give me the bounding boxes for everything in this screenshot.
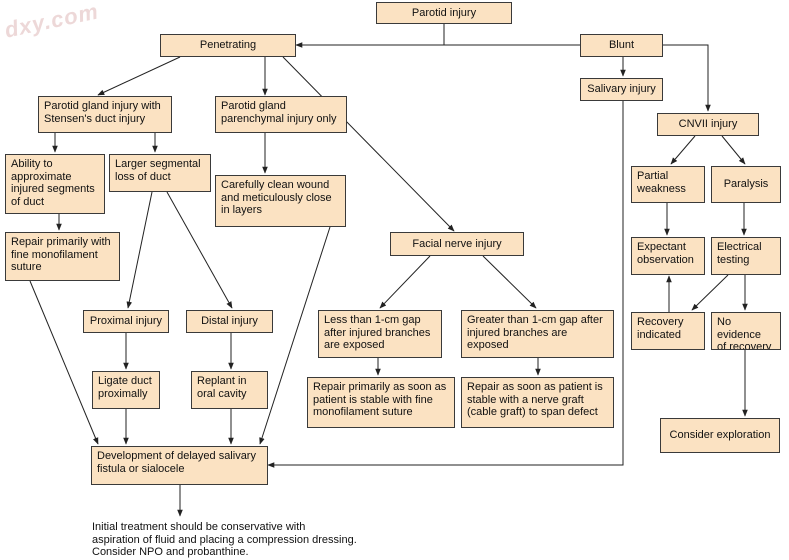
node-facial-nerve-injury: Facial nerve injury bbox=[390, 232, 524, 256]
node-paralysis: Paralysis bbox=[711, 166, 781, 203]
node-partial-weakness: Partial weakness bbox=[631, 166, 705, 203]
node-proximal-injury: Proximal injury bbox=[83, 310, 169, 333]
edge-salivary-to-fistula bbox=[267, 101, 624, 468]
edge-repair-to-fistula bbox=[29, 280, 99, 445]
edge-cnvii-to-paralysis bbox=[721, 135, 746, 165]
node-greater-than-1cm-gap: Greater than 1-cm gap after injured bran… bbox=[461, 310, 614, 358]
edge-larger-to-distal bbox=[166, 191, 233, 309]
node-repair-primarily: Repair primarily with fine monofilament … bbox=[5, 232, 120, 281]
node-delayed-fistula: Development of delayed salivary fistula … bbox=[91, 446, 268, 485]
node-blunt: Blunt bbox=[580, 34, 663, 57]
edge-blunt-to-cnvii bbox=[663, 44, 711, 112]
node-parotid-injury: Parotid injury bbox=[376, 2, 512, 24]
node-less-than-1cm-gap: Less than 1-cm gap after injured branche… bbox=[318, 310, 442, 358]
node-penetrating: Penetrating bbox=[160, 34, 296, 57]
node-consider-exploration: Consider exploration bbox=[660, 418, 780, 453]
node-distal-injury: Distal injury bbox=[186, 310, 273, 333]
node-replant-oral-cavity: Replant in oral cavity bbox=[191, 371, 268, 409]
edge-electrical-to-recovery bbox=[691, 274, 729, 311]
node-salivary-injury: Salivary injury bbox=[580, 78, 663, 101]
node-gland-duct-injury: Parotid gland injury with Stensen's duct… bbox=[38, 96, 172, 133]
node-recovery-indicated: Recovery indicated bbox=[631, 312, 705, 350]
edge-larger-to-proximal bbox=[126, 191, 153, 309]
edge-pen-to-gland-duct bbox=[97, 56, 181, 96]
node-ligate-duct: Ligate duct proximally bbox=[92, 371, 160, 409]
node-parenchymal-injury: Parotid gland parenchymal injury only bbox=[215, 96, 347, 133]
edge-clean-to-fistula bbox=[259, 226, 331, 445]
node-no-evidence-of-recovery: No evidence of recovery bbox=[711, 312, 781, 350]
edge-facial-to-less bbox=[379, 255, 431, 309]
node-approximate-duct: Ability to approximate injured segments … bbox=[5, 154, 105, 214]
node-repair-primarily-soon: Repair primarily as soon as patient is s… bbox=[307, 377, 455, 428]
node-cnvii-injury: CNVII injury bbox=[657, 113, 759, 136]
edge-cnvii-to-partial bbox=[670, 135, 696, 165]
node-larger-segmental-loss: Larger segmental loss of duct bbox=[109, 154, 211, 192]
node-electrical-testing: Electrical testing bbox=[711, 237, 781, 275]
edge-pen-to-facial bbox=[282, 56, 455, 232]
initial-treatment-note: Initial treatment should be conservative… bbox=[92, 521, 357, 558]
edge-facial-to-greater bbox=[482, 255, 537, 309]
node-repair-nerve-graft: Repair as soon as patient is stable with… bbox=[461, 377, 614, 428]
node-clean-wound: Carefully clean wound and meticulously c… bbox=[215, 175, 346, 227]
node-expectant-observation: Expectant observation bbox=[631, 237, 705, 275]
